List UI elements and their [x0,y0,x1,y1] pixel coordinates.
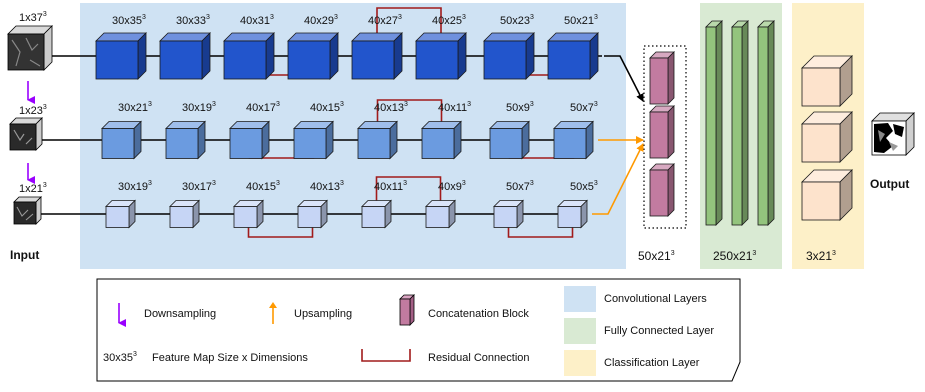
cls-cube-1 [801,55,853,107]
residual-p2-2 [376,99,443,140]
legend-concat-icon [399,294,415,326]
conv-block-p1-2 [159,32,211,80]
legend-residual: Residual Connection [428,352,530,364]
legend-feature-desc: Feature Map Size x Dimensions [152,352,308,364]
cls-size-label: 3x213 [806,249,836,263]
output-segmentation [871,112,915,156]
legend-classification: Classification Layer [604,357,700,369]
conv-block-p2-1 [101,120,142,160]
input-label: Input [10,248,39,262]
fully-connected-bars [705,20,775,226]
conv-block-p3-3 [233,199,264,229]
arrow-pathway3-to-concat [592,143,644,215]
block-labels: 30x353 30x333 40x313 40x293 40x273 40x253 50x2… [112,14,598,193]
classification-cubes [801,55,853,221]
legend-downsampling: Downsampling [144,308,216,320]
concat-dotted-frame [643,45,687,229]
legend-concatenation: Concatenation Block [428,308,529,320]
conv-block-p3-7 [493,199,524,229]
cls-cube-3 [801,169,853,221]
legend-cls-swatch [564,350,596,376]
legend-upsampling: Upsampling [294,308,352,320]
conv-block-p3-5 [361,199,392,229]
block-label-p3-5: 40x113 [374,180,407,193]
input-size-label-3: 1x213 [19,182,47,195]
conv-block-p3-6 [425,199,456,229]
block-label-p2-1: 30x213 [118,101,152,114]
block-label-p2-6: 40x113 [438,101,471,114]
conv-block-p1-3 [223,32,275,80]
fc-bar-3 [757,20,775,226]
block-label-p1-2: 30x333 [176,14,210,27]
conv-block-p2-2 [165,120,206,160]
conv-block-p1-1 [95,32,147,80]
block-label-p3-7: 50x73 [506,180,534,193]
input-patch-1 [7,25,53,71]
concat-block-2 [649,105,675,159]
legend-fc: Fully Connected Layer [604,325,714,337]
concat-block-3 [649,163,675,217]
conv-block-p2-5 [357,120,398,160]
legend: Downsampling Upsampling Concatenation Bl… [96,278,741,382]
concat-block-1 [649,51,675,105]
block-label-p1-3: 40x313 [240,14,274,27]
residual-p3-2 [375,176,442,214]
conv-block-p2-3 [229,120,270,160]
input-patch-2 [9,117,43,151]
block-label-p1-5: 40x273 [368,14,402,27]
block-label-p1-1: 30x353 [112,14,146,27]
legend-residual-icon [361,349,411,362]
fc-size-label: 250x213 [713,249,756,263]
block-label-p2-5: 40x133 [374,101,408,114]
block-label-p1-7: 50x233 [500,14,534,27]
block-label-p1-4: 40x293 [304,14,338,27]
block-label-p3-3: 40x153 [246,180,280,193]
concat-size-label: 50x213 [638,249,675,263]
input-size-label-2: 1x233 [19,104,47,117]
conv-block-p2-7 [489,120,530,160]
block-label-p3-6: 40x93 [438,180,466,193]
conv-block-p1-4 [287,32,339,80]
conv-block-p1-7 [483,32,535,80]
block-label-p1-8: 50x213 [564,14,598,27]
legend-conv-swatch [564,286,596,312]
conv-block-p1-5 [351,32,403,80]
legend-up-icon [269,302,277,324]
conv-block-p1-8 [547,32,599,80]
block-label-p2-2: 30x193 [182,101,216,114]
block-label-p2-4: 40x153 [310,101,344,114]
block-label-p2-3: 40x173 [246,101,280,114]
conv-blocks [95,32,599,229]
conv-block-p3-2 [169,199,200,229]
conv-block-p2-8 [553,120,594,160]
conv-block-p3-8 [557,199,588,229]
block-label-p3-1: 30x193 [118,180,152,193]
conv-block-p3-4 [297,199,328,229]
arrow-pathway1-to-concat [604,55,644,102]
output-label: Output [870,177,909,191]
conv-block-p2-6 [421,120,462,160]
conv-block-p2-4 [293,120,334,160]
fc-bar-1 [705,20,723,226]
legend-conv: Convolutional Layers [604,293,707,305]
block-label-p2-8: 50x73 [570,101,598,114]
input-patch-3 [13,196,42,225]
block-label-p3-2: 30x173 [182,180,216,193]
input-size-label-1: 1x373 [19,11,47,24]
block-label-p1-6: 40x253 [432,14,466,27]
concatenation-blocks [649,51,675,217]
block-label-p2-7: 50x93 [506,101,534,114]
conv-block-p1-6 [415,32,467,80]
legend-feature-example: 30x353 [103,351,137,364]
residual-p1-2 [376,7,442,56]
cls-cube-2 [801,111,853,163]
block-label-p3-4: 40x133 [310,180,344,193]
fc-bar-2 [731,20,749,226]
legend-fc-swatch [564,318,596,344]
block-label-p3-8: 50x53 [570,180,598,193]
conv-block-p3-1 [105,199,136,229]
